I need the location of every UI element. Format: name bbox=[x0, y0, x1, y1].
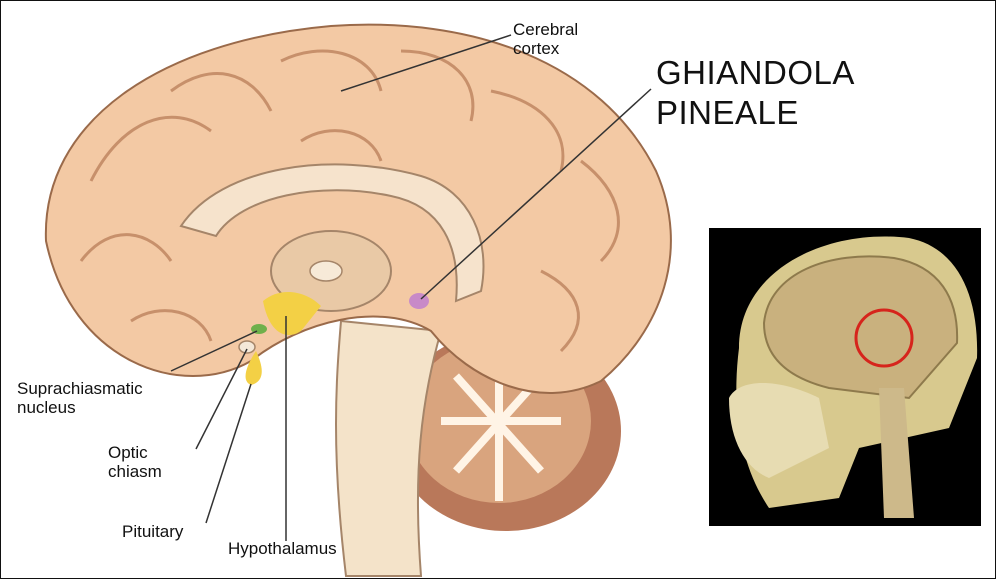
ghiandola-pineale-title: GHIANDOLA PINEALE bbox=[656, 53, 855, 133]
skull-section-photo bbox=[709, 228, 981, 526]
optic-chiasm-label: Optic chiasm bbox=[108, 443, 162, 481]
pituitary-leader bbox=[206, 384, 251, 523]
suprachiasmatic-nucleus-label: Suprachiasmatic nucleus bbox=[17, 379, 143, 417]
massa-intermedia bbox=[310, 261, 342, 281]
pituitary-label: Pituitary bbox=[122, 522, 183, 541]
optic-chiasm-mark bbox=[239, 341, 255, 353]
cerebral-cortex-label: Cerebral cortex bbox=[513, 20, 578, 58]
hypothalamus-label: Hypothalamus bbox=[228, 539, 337, 558]
